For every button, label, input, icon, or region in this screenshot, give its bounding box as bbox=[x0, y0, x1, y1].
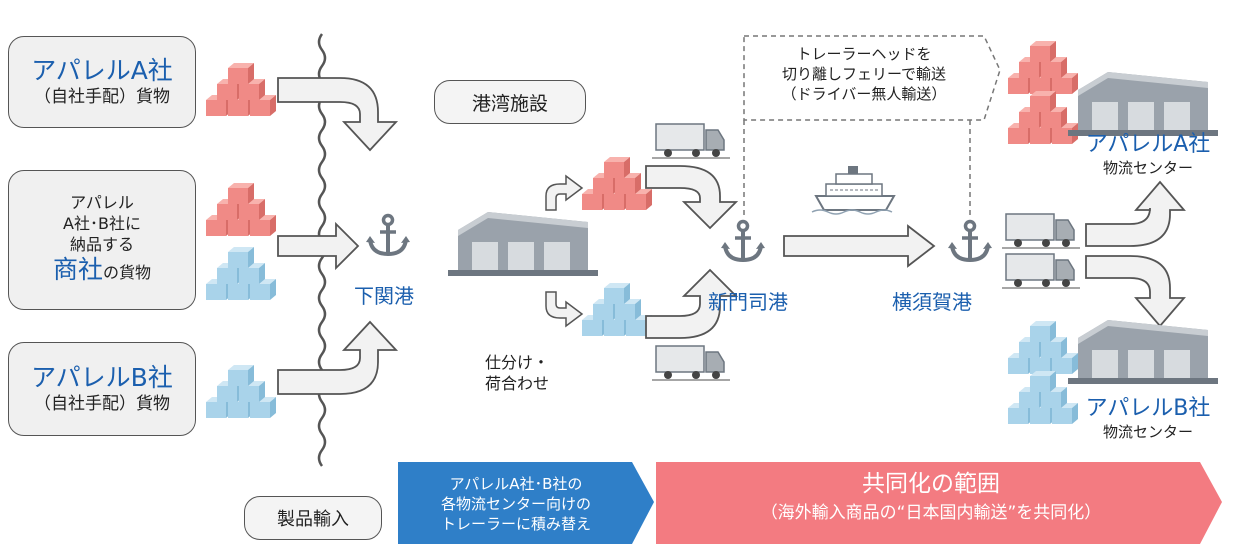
arrow-sea-route bbox=[783, 224, 936, 268]
destination-b-name: アパレルB社 bbox=[1085, 396, 1211, 421]
truck-yokosuka-upper-icon bbox=[1001, 213, 1081, 249]
facility-warehouse-icon bbox=[448, 212, 598, 276]
source-trader-emph-row: 商社の貨物 bbox=[53, 255, 151, 288]
port-shimonoseki: 下関港 bbox=[354, 284, 414, 308]
arrow-a-to-shimonoseki bbox=[277, 77, 399, 152]
anchor-shimonoseki-icon bbox=[364, 213, 412, 256]
cargo-red-sorted bbox=[582, 157, 652, 210]
truck-yokosuka-lower-icon bbox=[1001, 253, 1081, 289]
arrow-to-dest-b bbox=[1085, 255, 1186, 328]
arrow-b-to-shimonoseki bbox=[277, 320, 399, 395]
source-box-apparel-a: アパレルA社 （自社手配）貨物 bbox=[8, 36, 196, 128]
cargo-blue-dest-b-top bbox=[1008, 321, 1078, 374]
source-a-sub: （自社手配）貨物 bbox=[34, 87, 170, 107]
destination-b: アパレルB社 物流センター bbox=[1068, 396, 1228, 442]
truck-upper-icon bbox=[651, 123, 731, 159]
arrow-trader-to-shimonoseki bbox=[277, 221, 360, 271]
cargo-red-a bbox=[206, 63, 276, 116]
sorting-label: 仕分け・ 荷合わせ bbox=[484, 353, 549, 393]
source-trader-line1: アパレル bbox=[70, 193, 134, 212]
anchor-shinmoji-icon bbox=[719, 219, 767, 262]
port-yokosuka: 横須賀港 bbox=[892, 290, 972, 314]
cargo-blue-sorted bbox=[582, 283, 652, 336]
source-a-company: アパレルA社 bbox=[31, 56, 173, 85]
source-trader-line3: 納品する bbox=[69, 235, 134, 254]
arrow-red-to-shinmoji bbox=[645, 165, 739, 230]
facility-label: 港湾施設 bbox=[434, 80, 586, 124]
ferry-ship-icon bbox=[811, 166, 896, 215]
source-trader-line2: A社･B社に bbox=[63, 214, 141, 233]
source-trader-emph-suffix: の貨物 bbox=[103, 263, 152, 282]
arrow-to-dest-a bbox=[1085, 180, 1186, 247]
warehouse-dest-a-icon bbox=[1068, 72, 1218, 136]
banner-red-shape bbox=[656, 462, 1222, 544]
banner-blue-shape bbox=[398, 462, 654, 544]
source-box-trader: アパレル A社･B社に 納品する 商社の貨物 bbox=[8, 170, 196, 310]
arrow-blue-to-shinmoji bbox=[645, 268, 739, 339]
truck-lower-icon bbox=[651, 345, 731, 381]
cargo-red-dest-a-top bbox=[1008, 41, 1078, 94]
source-b-company: アパレルB社 bbox=[31, 363, 173, 392]
import-label: 製品輸入 bbox=[244, 496, 382, 540]
cargo-red-trader bbox=[206, 183, 276, 236]
warehouse-dest-b-icon bbox=[1068, 320, 1218, 384]
destination-a: アパレルA社 物流センター bbox=[1068, 132, 1228, 178]
ferry-note: トレーラーヘッドを 切り離しフェリーで輸送 （ドライバー無人輸送） bbox=[781, 45, 947, 103]
source-b-sub: （自社手配）貨物 bbox=[34, 394, 170, 414]
arrow-split-down bbox=[545, 291, 584, 328]
cargo-blue-trader bbox=[206, 247, 276, 300]
port-shinmoji: 新門司港 bbox=[708, 290, 788, 314]
banner-red-sub: （海外輸入商品の“日本国内輸送”を共同化） bbox=[760, 503, 1102, 523]
banner-blue-text: アパレルA社･B社の 各物流センター向けの トレーラーに積み替え bbox=[440, 475, 591, 533]
banner-red-text: 共同化の範囲 （海外輸入商品の“日本国内輸送”を共同化） bbox=[656, 468, 1206, 526]
arrow-split-up bbox=[545, 174, 584, 211]
cargo-blue-b bbox=[206, 365, 276, 418]
banner-red-title: 共同化の範囲 bbox=[862, 471, 1000, 497]
source-trader-emph: 商社 bbox=[52, 255, 103, 284]
destination-b-sub: 物流センター bbox=[1102, 423, 1193, 441]
destination-a-name: アパレルA社 bbox=[1085, 132, 1211, 157]
anchor-yokosuka-icon bbox=[946, 219, 994, 262]
ferry-note-callout bbox=[743, 35, 1001, 121]
destination-a-sub: 物流センター bbox=[1102, 159, 1193, 177]
source-box-apparel-b: アパレルB社 （自社手配）貨物 bbox=[8, 342, 196, 436]
